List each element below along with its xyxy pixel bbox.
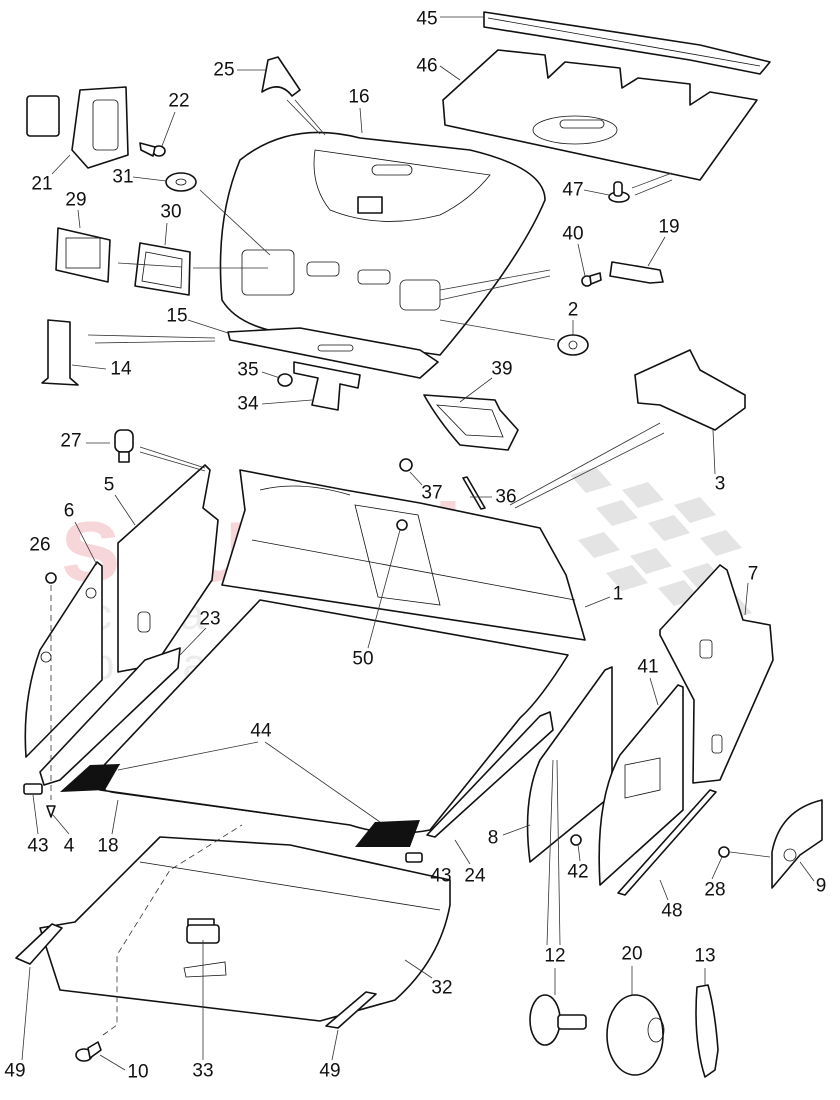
part-29-socket[interactable] [55,227,111,283]
part-10-bolt[interactable] [75,1041,102,1062]
callout-24[interactable]: 24 [464,865,486,887]
callout-1[interactable]: 1 [612,583,624,605]
callout-14[interactable]: 14 [110,358,132,380]
part-24-sill-right[interactable] [426,711,554,838]
callout-18[interactable]: 18 [97,835,119,857]
part-43-pad-right[interactable] [405,852,423,863]
callout-37[interactable]: 37 [421,482,443,504]
callout-20[interactable]: 20 [621,943,643,965]
part-14-bracket[interactable] [41,319,79,386]
part-31-grommet[interactable] [165,172,197,192]
callout-27[interactable]: 27 [60,430,82,452]
part-3-bracket[interactable] [634,349,746,431]
part-37-screw[interactable] [399,458,413,472]
part-1-partition[interactable] [221,469,586,641]
part-42-screw[interactable] [570,834,582,846]
callout-4[interactable]: 4 [63,835,75,857]
callout-21[interactable]: 21 [31,173,53,195]
callout-22[interactable]: 22 [168,90,190,112]
callout-32[interactable]: 32 [431,977,453,999]
callout-26[interactable]: 26 [29,534,51,556]
callout-19[interactable]: 19 [658,216,680,238]
part-36-strip[interactable] [462,476,486,510]
callout-12[interactable]: 12 [544,945,566,967]
callout-43-right[interactable]: 43 [430,865,452,887]
callout-9[interactable]: 9 [815,875,827,897]
callout-49-right[interactable]: 49 [319,1060,341,1082]
part-41-panel[interactable] [598,684,684,886]
callout-44[interactable]: 44 [250,720,272,742]
callout-46[interactable]: 46 [416,55,438,77]
part-45-cover-strip[interactable] [483,11,771,75]
callout-31[interactable]: 31 [112,166,134,188]
part-34-bracket[interactable] [293,361,361,411]
part-39-frame[interactable] [423,394,519,451]
part-5-left-panel[interactable] [117,464,219,673]
part-13-hook[interactable] [695,984,719,1078]
callout-15[interactable]: 15 [166,305,188,327]
callout-29[interactable]: 29 [65,189,87,211]
callout-10[interactable]: 10 [127,1061,149,1083]
callout-47[interactable]: 47 [562,179,584,201]
callout-3[interactable]: 3 [714,473,726,495]
part-21-handle-housing[interactable] [26,86,129,169]
callout-36[interactable]: 36 [495,486,517,508]
callout-13[interactable]: 13 [694,945,716,967]
part-28-screw[interactable] [718,846,730,858]
callout-33[interactable]: 33 [192,1060,214,1082]
part-49-pad-right[interactable] [325,991,377,1029]
part-2-star-washer[interactable] [557,334,589,356]
part-22-screw[interactable] [139,142,166,157]
callout-23[interactable]: 23 [199,608,221,630]
part-19-latch[interactable] [609,261,664,284]
callout-5[interactable]: 5 [103,474,115,496]
part-43-pad-left[interactable] [23,783,43,795]
part-18-floor-mat[interactable] [60,599,569,847]
callout-6[interactable]: 6 [63,500,75,522]
part-16-tailgate-trim[interactable] [219,131,546,356]
callout-40[interactable]: 40 [562,223,584,245]
callout-7[interactable]: 7 [747,563,759,585]
part-49-pad-left[interactable] [15,923,63,965]
callout-41[interactable]: 41 [637,656,659,678]
part-12-grommet[interactable] [529,994,587,1046]
part-47-clip[interactable] [608,181,630,203]
callout-42[interactable]: 42 [567,861,589,883]
leader-lines [21,16,815,1071]
part-15-lower-strip[interactable] [227,327,439,379]
callout-25[interactable]: 25 [213,59,235,81]
part-9-housing[interactable] [771,799,823,889]
callout-2[interactable]: 2 [567,299,579,321]
callout-45[interactable]: 45 [416,8,438,30]
part-26-screw[interactable] [45,572,57,584]
callout-34[interactable]: 34 [237,393,259,415]
callout-43-left[interactable]: 43 [27,835,49,857]
callout-50[interactable]: 50 [352,648,374,670]
part-50-button[interactable] [396,519,408,531]
part-23-sill[interactable] [39,647,181,786]
part-6-side-panel[interactable] [24,561,103,758]
part-30-frame[interactable] [134,242,191,296]
part-35-nut[interactable] [277,373,293,387]
part-7-rear-panel[interactable] [659,564,774,784]
callout-8[interactable]: 8 [487,827,499,849]
part-46-tray[interactable] [442,49,758,181]
callout-16[interactable]: 16 [348,86,370,108]
callout-48[interactable]: 48 [661,900,683,922]
callout-30[interactable]: 30 [160,201,182,223]
callout-39[interactable]: 39 [491,358,513,380]
part-40-screw[interactable] [581,272,602,287]
part-48-strip[interactable] [617,789,717,896]
part-4-rivet[interactable] [46,805,56,818]
callout-49-left[interactable]: 49 [4,1060,26,1082]
callout-28[interactable]: 28 [704,879,726,901]
part-20-plug[interactable] [606,994,665,1076]
part-8-side-trim[interactable] [526,666,613,863]
part-27-clip[interactable] [114,429,134,463]
part-25-spring-clip[interactable] [261,56,301,97]
callout-35[interactable]: 35 [237,359,259,381]
